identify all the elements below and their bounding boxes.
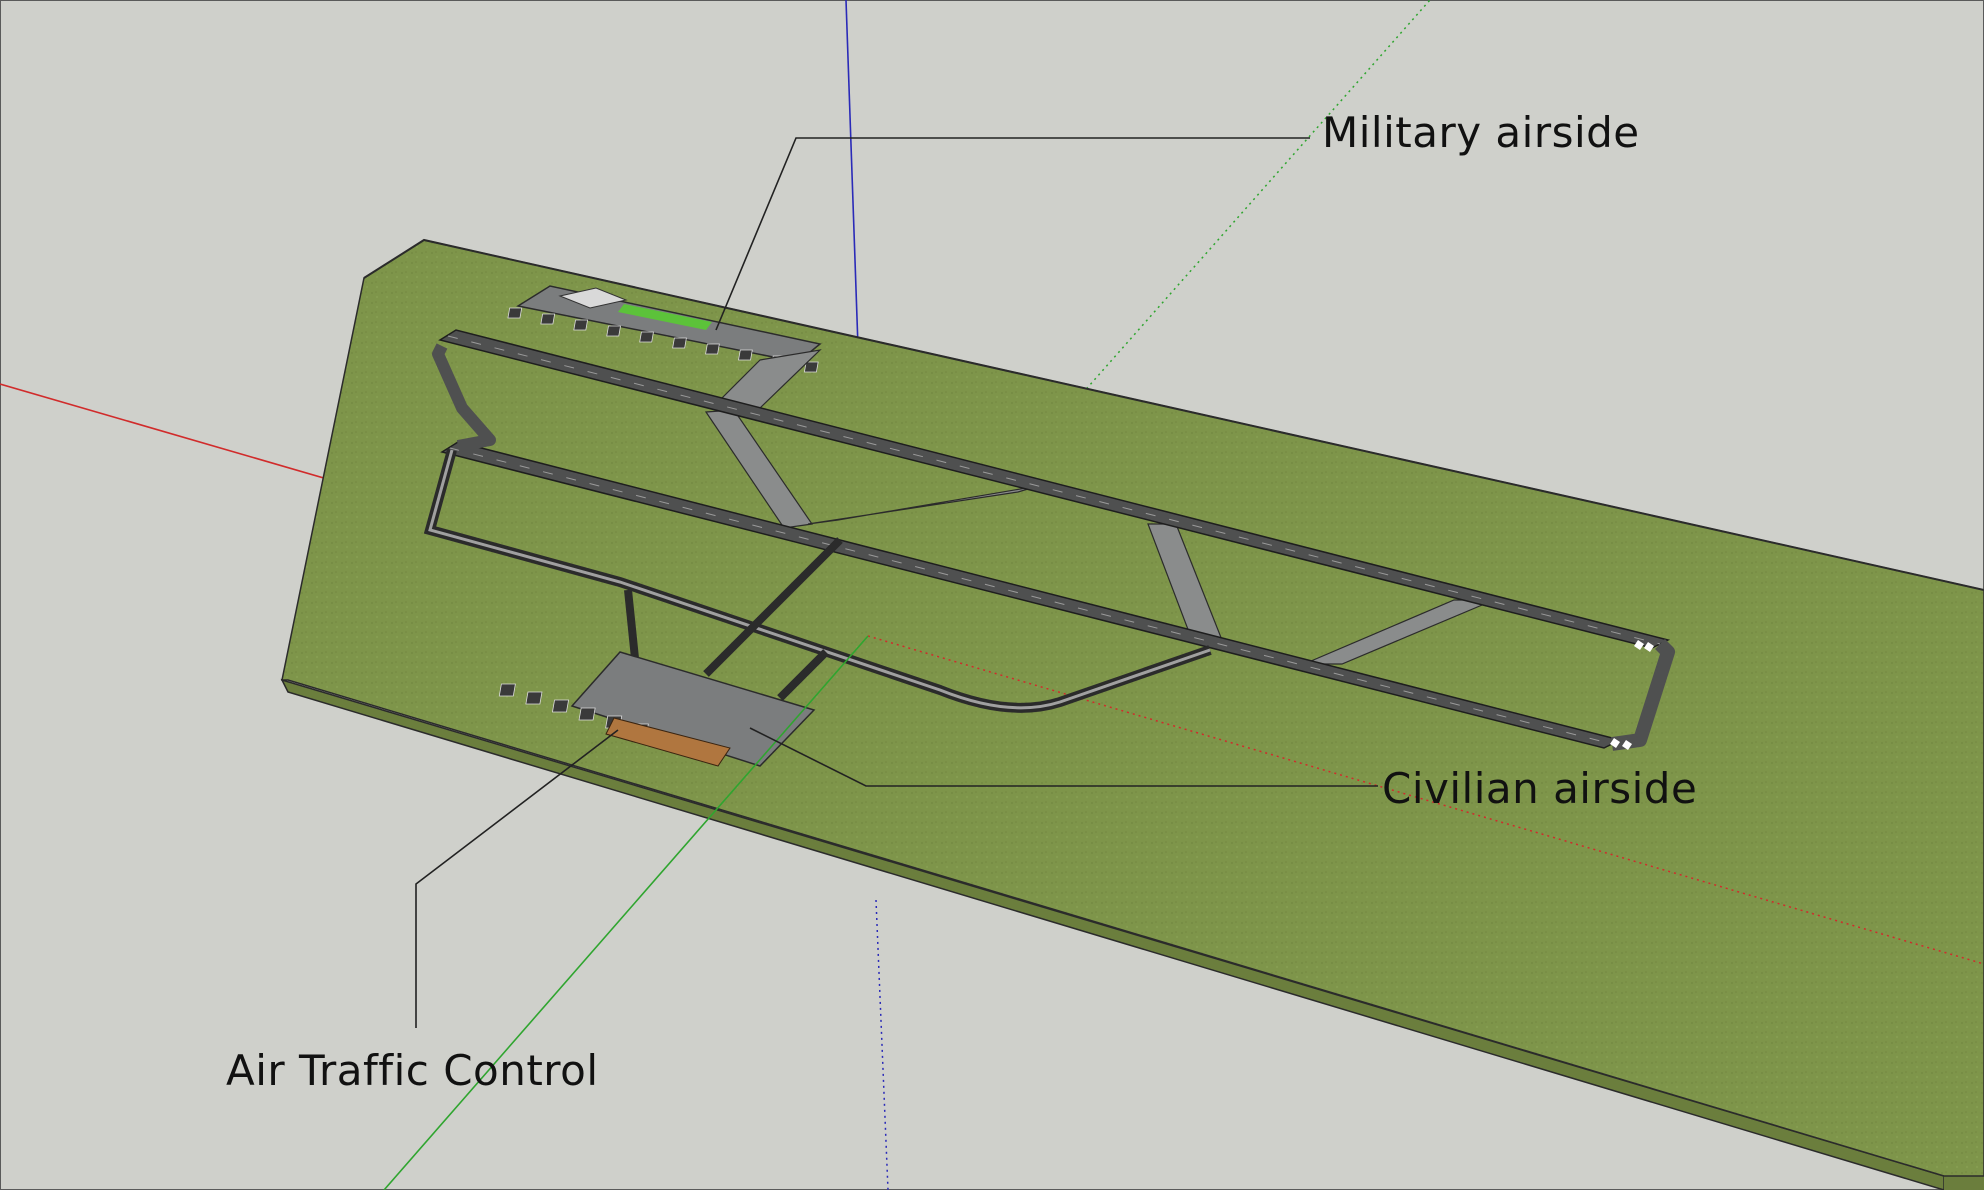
taxiway-connector-west [624, 589, 640, 669]
runway-west-loop [432, 343, 496, 452]
military-green-strip [618, 304, 712, 330]
ground-top [281, 239, 1984, 1177]
perimeter-taxiway-centerline [428, 449, 1211, 710]
air-traffic-control-label: Air Traffic Control [226, 1046, 599, 1095]
blue-axis-dotted-line [875, 899, 889, 1190]
military-airside-label: Military airside [1322, 108, 1640, 157]
military-leader-line [715, 137, 1310, 331]
ground-edge-top [363, 238, 1984, 591]
green-axis-line [383, 635, 869, 1190]
runway-upper [438, 329, 1671, 649]
military-hangar [558, 287, 628, 309]
ground-side-right [1944, 1176, 1984, 1190]
military-parking-stands [507, 307, 819, 373]
civilian-airside-label: Civilian airside [1382, 764, 1698, 813]
civilian-apron [570, 651, 816, 767]
taxiway-connector-east [777, 649, 829, 701]
civilian-leader-line [749, 727, 1378, 787]
atc-building [605, 717, 731, 767]
red-axis-dotted-line [867, 635, 1984, 965]
taxiway-links [704, 349, 1495, 665]
taxiway-connector-center [703, 537, 843, 677]
runway-threshold-markings [1610, 640, 1654, 750]
atc-leader-line [415, 729, 619, 1028]
